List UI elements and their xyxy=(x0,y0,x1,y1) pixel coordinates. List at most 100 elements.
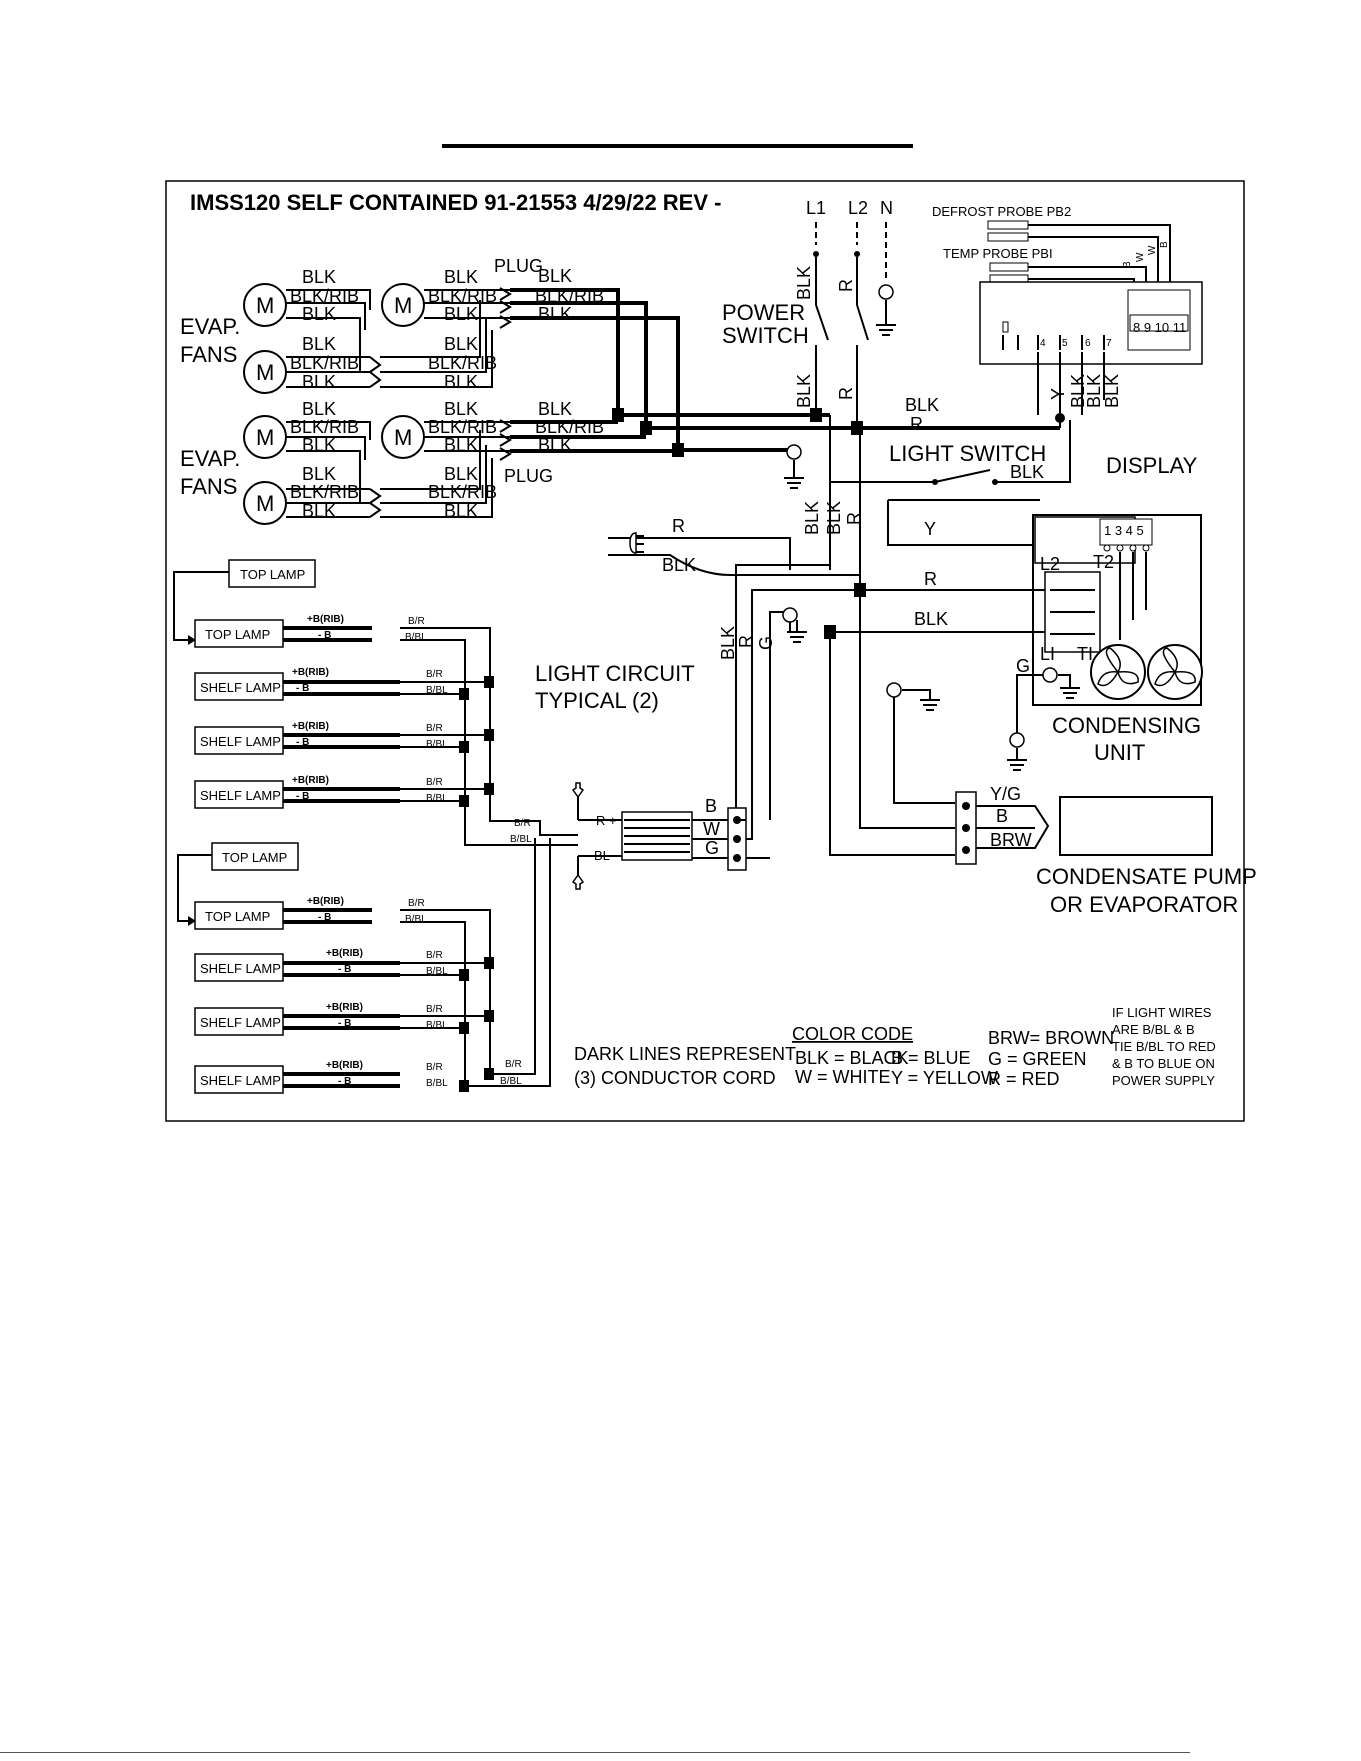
fan-wire-label: BLK/RIB xyxy=(290,417,359,437)
top-lamp xyxy=(228,559,316,588)
motors: M M M M M M xyxy=(243,283,425,525)
junction-dot xyxy=(851,421,863,435)
color-code-entry: G = GREEN xyxy=(988,1049,1087,1069)
r-vert: R xyxy=(836,387,856,400)
defrost-probe-label: DEFROST PROBE PB2 xyxy=(932,204,1071,219)
g-label: G xyxy=(705,838,719,858)
minus-b: - B xyxy=(296,683,309,694)
top-lamp xyxy=(194,619,284,648)
b-r: B/R xyxy=(426,1062,443,1073)
g-label: G xyxy=(1016,656,1030,676)
shelf-lamp-label: SHELF LAMP xyxy=(200,788,281,803)
light-circuit-label-2: TYPICAL (2) xyxy=(535,688,659,713)
color-code-entry: W = WHITE xyxy=(795,1067,891,1087)
junction-dot xyxy=(640,421,652,435)
blk-label: BLK xyxy=(662,555,696,575)
b-bl: B/BL xyxy=(426,1020,448,1031)
junction-dot xyxy=(672,443,684,457)
evap-fans-label-4: FANS xyxy=(180,474,237,499)
b-label: B xyxy=(705,796,717,816)
plus-b-rib: +B(RIB) xyxy=(326,1060,363,1071)
display-controller: DEFROST PROBE PB2 TEMP PROBE PBI B W W B… xyxy=(932,204,1203,478)
color-code-heading: COLOR CODE xyxy=(792,1024,913,1044)
cu-l1: LI xyxy=(1040,644,1055,664)
minus-b: - B xyxy=(318,912,331,923)
color-code-entry: Y = YELLOW xyxy=(891,1068,998,1088)
blk-vert: BLK xyxy=(1084,374,1104,408)
dark-lines-note-2: (3) CONDUCTOR CORD xyxy=(574,1068,776,1088)
shelf-lamp-label: SHELF LAMP xyxy=(200,1015,281,1030)
top-lamp-label: TOP LAMP xyxy=(205,909,270,924)
header-rule xyxy=(442,144,913,148)
shelf-lamp-label: SHELF LAMP xyxy=(200,1073,281,1088)
motor-2-label: M xyxy=(394,293,412,318)
dark-lines-note-1: DARK LINES REPRESENT xyxy=(574,1044,796,1064)
shelf-lamp-label: SHELF LAMP xyxy=(200,680,281,695)
g-vert: G xyxy=(756,636,776,650)
blk-label: BLK xyxy=(905,395,939,415)
fan-wire-label: BLK xyxy=(444,334,478,354)
fan-wire-label: BLK xyxy=(444,399,478,419)
b-r: B/R xyxy=(426,1004,443,1015)
blk-vert: BLK xyxy=(1068,374,1088,408)
shelf-lamp xyxy=(194,672,284,701)
top-lamp-label: TOP LAMP xyxy=(205,627,270,642)
b-r: B/R xyxy=(408,616,425,627)
evap-fans-label-2: FANS xyxy=(180,342,237,367)
top-lamp-label: TOP LAMP xyxy=(222,850,287,865)
motor-5-label: M xyxy=(394,425,412,450)
blk-vert: BLK xyxy=(802,501,822,535)
b-bl: B/BL xyxy=(426,793,448,804)
b-r: B/R xyxy=(426,669,443,680)
evap-fans-upper: EVAP. FANS xyxy=(180,314,240,367)
motor-1-label: M xyxy=(256,293,274,318)
b-bl: B/BL xyxy=(426,966,448,977)
plus-b-rib: +B(RIB) xyxy=(307,614,344,625)
b-bl: B/BL xyxy=(426,1078,448,1089)
minus-b: - B xyxy=(318,630,331,641)
display-label: DISPLAY xyxy=(1106,453,1198,478)
probe-wire-label: B xyxy=(1159,241,1170,248)
r-vert: R xyxy=(844,512,864,525)
color-code-entry: BRW= BROWN xyxy=(988,1028,1114,1048)
l2-label: L2 xyxy=(848,198,868,218)
diagram-title: IMSS120 SELF CONTAINED 91-21553 4/29/22 … xyxy=(190,190,721,215)
b-r: B/R xyxy=(505,1059,522,1070)
probe-wire-label: W xyxy=(1147,245,1158,255)
condensing-unit-label-1: CONDENSING xyxy=(1052,713,1201,738)
r-label: R xyxy=(910,414,923,434)
shelf-lamp-label: SHELF LAMP xyxy=(200,734,281,749)
b-label: B xyxy=(996,806,1008,826)
plug-label-upper: PLUG xyxy=(494,256,543,276)
shelf-lamp xyxy=(194,1007,284,1036)
plug-label-lower: PLUG xyxy=(504,466,553,486)
blk-vert: BLK xyxy=(794,266,814,300)
motor-6-label: M xyxy=(256,491,274,516)
fan-wire-label: BLK xyxy=(302,334,336,354)
cu-t1: TI xyxy=(1077,644,1093,664)
evap-fans-label-1: EVAP. xyxy=(180,314,240,339)
fan-wire-label: BLK/RIB xyxy=(290,482,359,502)
color-code-entry: R = RED xyxy=(988,1069,1060,1089)
fan-wire-label: BLK xyxy=(444,372,478,392)
evap-fans-lower: EVAP. FANS xyxy=(180,446,240,499)
junction-dot xyxy=(612,408,624,422)
power-switch-label-1: POWER xyxy=(722,300,805,325)
top-lamp xyxy=(211,842,299,871)
condensate-pump-label-1: CONDENSATE PUMP xyxy=(1036,864,1257,889)
top-lamp-label: TOP LAMP xyxy=(240,567,305,582)
fan-wire-label: BLK xyxy=(444,304,478,324)
plus-b-rib: +B(RIB) xyxy=(292,721,329,732)
plus-b-rib: +B(RIB) xyxy=(326,948,363,959)
r-vert: R xyxy=(836,279,856,292)
plus-b-rib: +B(RIB) xyxy=(292,667,329,678)
minus-b: - B xyxy=(338,1018,351,1029)
fan-wire-label: BLK xyxy=(302,464,336,484)
plus-b-rib: +B(RIB) xyxy=(292,775,329,786)
shelf-lamp xyxy=(194,1065,284,1094)
power-supply-wiring: R BLK R BLK BLK R G B W G xyxy=(608,516,1045,871)
minus-b: - B xyxy=(338,964,351,975)
fan-wire-label: BLK xyxy=(444,464,478,484)
display-terminal: 7 xyxy=(1106,338,1112,349)
b-r: B/R xyxy=(426,777,443,788)
